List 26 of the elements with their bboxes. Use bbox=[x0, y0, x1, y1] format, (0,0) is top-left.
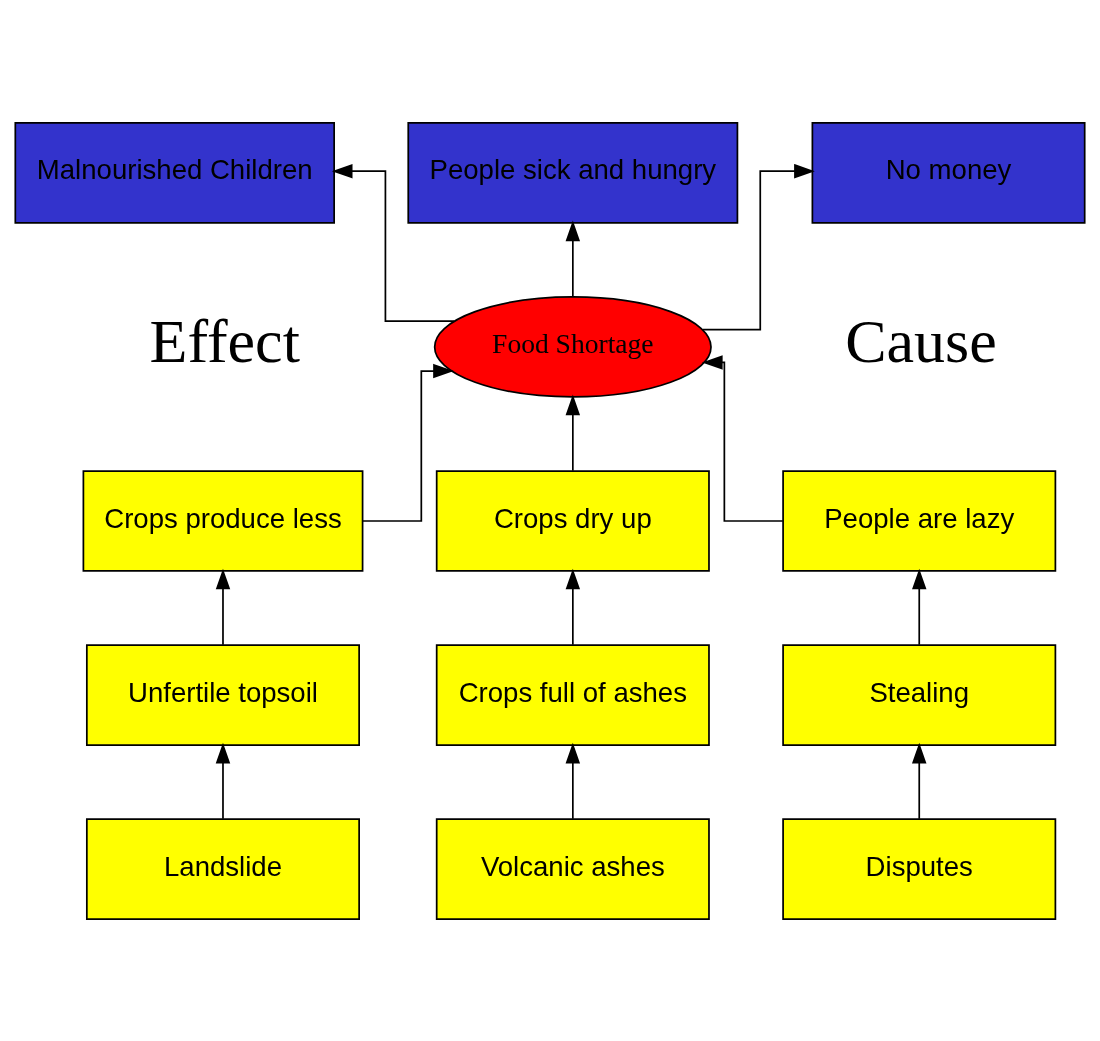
node-box: Crops full of ashes bbox=[435, 643, 710, 746]
node-box: Unfertile topsoil bbox=[86, 643, 360, 746]
arrow bbox=[565, 220, 581, 297]
arrow bbox=[362, 363, 454, 522]
label: Effect bbox=[149, 306, 300, 375]
arrow bbox=[701, 354, 784, 522]
arrow bbox=[215, 568, 231, 646]
arrow bbox=[215, 742, 231, 820]
node-box: Crops produce less bbox=[82, 469, 364, 572]
node-box: No money bbox=[811, 121, 1086, 224]
node-box: Volcanic ashes bbox=[435, 817, 710, 920]
arrow bbox=[565, 568, 581, 646]
node-box: Stealing bbox=[782, 643, 1057, 746]
arrow bbox=[331, 163, 455, 322]
label: Cause bbox=[845, 306, 997, 375]
node-box: People are lazy bbox=[782, 469, 1057, 572]
arrow bbox=[702, 163, 815, 331]
node-box: People sick and hungry bbox=[407, 121, 739, 224]
arrow bbox=[565, 742, 581, 820]
arrow bbox=[912, 568, 927, 646]
arrow bbox=[565, 394, 581, 472]
node-box: Landslide bbox=[86, 817, 360, 920]
node-box: Disputes bbox=[782, 817, 1057, 920]
node-box: Crops dry up bbox=[435, 469, 710, 572]
arrow bbox=[912, 742, 927, 820]
node-box: Malnourished Children bbox=[14, 121, 335, 224]
